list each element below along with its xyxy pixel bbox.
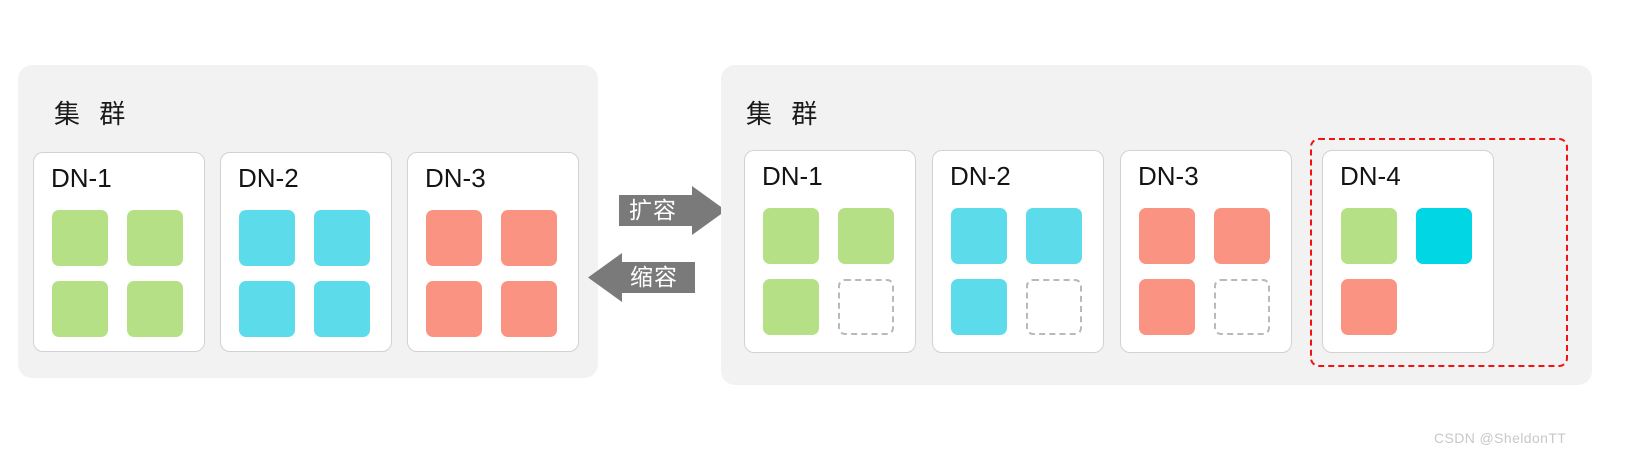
right-cluster-title: 集 群	[746, 99, 824, 129]
right-node-dn-4-label: DN-4	[1340, 161, 1401, 191]
left-node-dn-1-label: DN-1	[51, 163, 112, 193]
watermark: CSDN @SheldonTT	[1434, 430, 1567, 446]
scale-out-arrow-icon	[619, 186, 726, 235]
left-node-dn-1-blocks	[52, 210, 183, 337]
scale-out-arrow[interactable]: 扩容	[619, 186, 726, 235]
shard-block	[1139, 208, 1195, 264]
shard-block	[501, 281, 557, 337]
right-node-dn-3-blocks	[1139, 208, 1270, 335]
shard-block	[239, 281, 295, 337]
shard-block	[1139, 279, 1195, 335]
shard-block	[951, 208, 1007, 264]
shard-block	[1341, 279, 1397, 335]
scale-in-arrow-icon	[588, 253, 695, 302]
left-node-dn-3[interactable]: DN-3	[407, 152, 579, 352]
shard-block-blank	[1416, 279, 1472, 335]
shard-block	[314, 281, 370, 337]
right-node-dn-2-label: DN-2	[950, 161, 1011, 191]
scale-out-arrow-label: 扩容	[629, 197, 677, 223]
shard-block	[838, 208, 894, 264]
shard-block	[426, 210, 482, 266]
right-node-dn-3[interactable]: DN-3	[1120, 150, 1292, 353]
right-node-dn-4[interactable]: DN-4	[1322, 150, 1494, 353]
right-node-dn-1[interactable]: DN-1	[744, 150, 916, 353]
shard-block	[127, 210, 183, 266]
right-node-dn-1-blocks	[763, 208, 894, 335]
left-node-dn-2-blocks	[239, 210, 370, 337]
right-node-dn-1-label: DN-1	[762, 161, 823, 191]
shard-block-empty	[838, 279, 894, 335]
right-node-dn-2[interactable]: DN-2	[932, 150, 1104, 353]
shard-block	[951, 279, 1007, 335]
left-node-dn-3-label: DN-3	[425, 163, 486, 193]
shard-block	[239, 210, 295, 266]
shard-block	[1341, 208, 1397, 264]
shard-block	[501, 210, 557, 266]
shard-block	[1416, 208, 1472, 264]
right-node-dn-3-label: DN-3	[1138, 161, 1199, 191]
left-node-dn-2-label: DN-2	[238, 163, 299, 193]
shard-block	[52, 210, 108, 266]
left-node-dn-3-blocks	[426, 210, 557, 337]
right-node-dn-4-blocks	[1341, 208, 1472, 335]
shard-block	[52, 281, 108, 337]
shard-block	[1214, 208, 1270, 264]
shard-block	[314, 210, 370, 266]
shard-block	[1026, 208, 1082, 264]
scale-in-arrow-label: 缩容	[630, 264, 678, 290]
scale-in-arrow[interactable]: 缩容	[588, 253, 695, 302]
shard-block	[763, 279, 819, 335]
right-node-dn-2-blocks	[951, 208, 1082, 335]
left-node-dn-1[interactable]: DN-1	[33, 152, 205, 352]
shard-block-empty	[1026, 279, 1082, 335]
left-node-dn-2[interactable]: DN-2	[220, 152, 392, 352]
shard-block	[426, 281, 482, 337]
shard-block	[763, 208, 819, 264]
left-cluster-title: 集 群	[54, 99, 132, 129]
shard-block-empty	[1214, 279, 1270, 335]
shard-block	[127, 281, 183, 337]
